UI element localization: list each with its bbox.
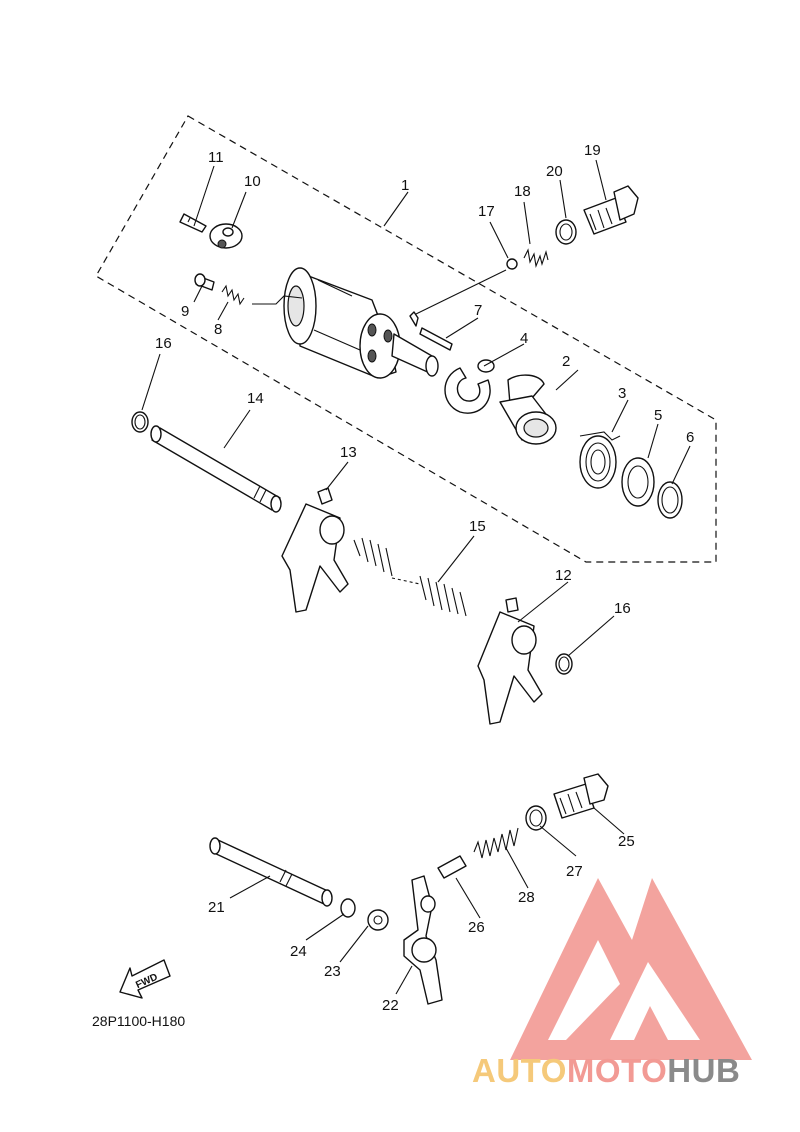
watermark-logo <box>510 878 752 1060</box>
callout-1: 1 <box>401 177 409 194</box>
washer-23 <box>367 909 389 931</box>
pin-9 <box>194 273 215 291</box>
fork-shaft-14 <box>150 425 282 513</box>
spring-28 <box>473 827 519 859</box>
shift-fork-12 <box>477 597 543 725</box>
callout-4: 4 <box>520 330 528 347</box>
callout-24: 24 <box>290 943 307 960</box>
callout-26: 26 <box>468 919 485 936</box>
shift-fork-13 <box>281 487 349 613</box>
callout-6: 6 <box>686 429 694 446</box>
callout-8: 8 <box>214 321 222 338</box>
segment-plate-4 <box>444 359 495 414</box>
callout-7: 7 <box>474 302 482 319</box>
plate-10 <box>209 223 243 249</box>
callout-12: 12 <box>555 567 572 584</box>
ball-17 <box>506 258 518 270</box>
callout-11: 11 <box>208 149 224 166</box>
washer-5 <box>621 457 655 507</box>
circlip-16a <box>131 411 149 433</box>
callout-28: 28 <box>518 889 535 906</box>
spring-8 <box>221 284 245 306</box>
gasket-27 <box>525 805 547 831</box>
watermark-auto: AUTO <box>472 1052 567 1089</box>
plug-19 <box>583 185 639 235</box>
shift-shaft-21 <box>209 837 333 907</box>
callout-17: 17 <box>478 203 495 220</box>
leader-lines <box>141 159 691 995</box>
diagram-code: 28P1100-H180 <box>92 1013 185 1029</box>
spring-18 <box>523 248 549 269</box>
callout-5: 5 <box>654 407 662 424</box>
circlip-6 <box>657 481 683 519</box>
pin-7 <box>419 327 453 351</box>
roller-26 <box>437 855 467 879</box>
callout-10: 10 <box>244 173 261 190</box>
spring-15 <box>353 537 467 617</box>
circlip-16b <box>555 653 573 675</box>
callout-20: 20 <box>546 163 563 180</box>
callout-25: 25 <box>618 833 635 850</box>
callout-18: 18 <box>514 183 531 200</box>
callouts: 1 2 3 4 5 6 7 8 9 10 11 12 13 14 15 16 1… <box>155 142 694 1014</box>
callout-2: 2 <box>562 353 570 370</box>
watermark-moto: MOTO <box>567 1052 667 1089</box>
shift-lever-22 <box>403 875 443 1005</box>
circlip-24 <box>340 898 356 918</box>
callout-16a: 16 <box>155 335 172 352</box>
spring-3 <box>579 431 621 489</box>
callout-13: 13 <box>340 444 357 461</box>
shift-drum <box>283 267 439 379</box>
callout-23: 23 <box>324 963 341 980</box>
plug-25 <box>553 773 609 819</box>
callout-14: 14 <box>247 390 264 407</box>
shift-cam-2 <box>499 374 557 445</box>
watermark-hub: HUB <box>667 1052 740 1089</box>
callout-15: 15 <box>469 518 486 535</box>
fwd-arrow <box>119 959 171 999</box>
screw-11 <box>179 213 207 233</box>
callout-21: 21 <box>208 899 225 916</box>
assembly-boundary <box>95 115 717 563</box>
callout-16b: 16 <box>614 600 631 617</box>
callout-22: 22 <box>382 997 399 1014</box>
callout-3: 3 <box>618 385 626 402</box>
watermark-text: AUTOMOTOHUB <box>472 1052 740 1089</box>
callout-19: 19 <box>584 142 601 159</box>
callout-27: 27 <box>566 863 583 880</box>
callout-9: 9 <box>181 303 189 320</box>
gasket-20 <box>555 219 577 245</box>
